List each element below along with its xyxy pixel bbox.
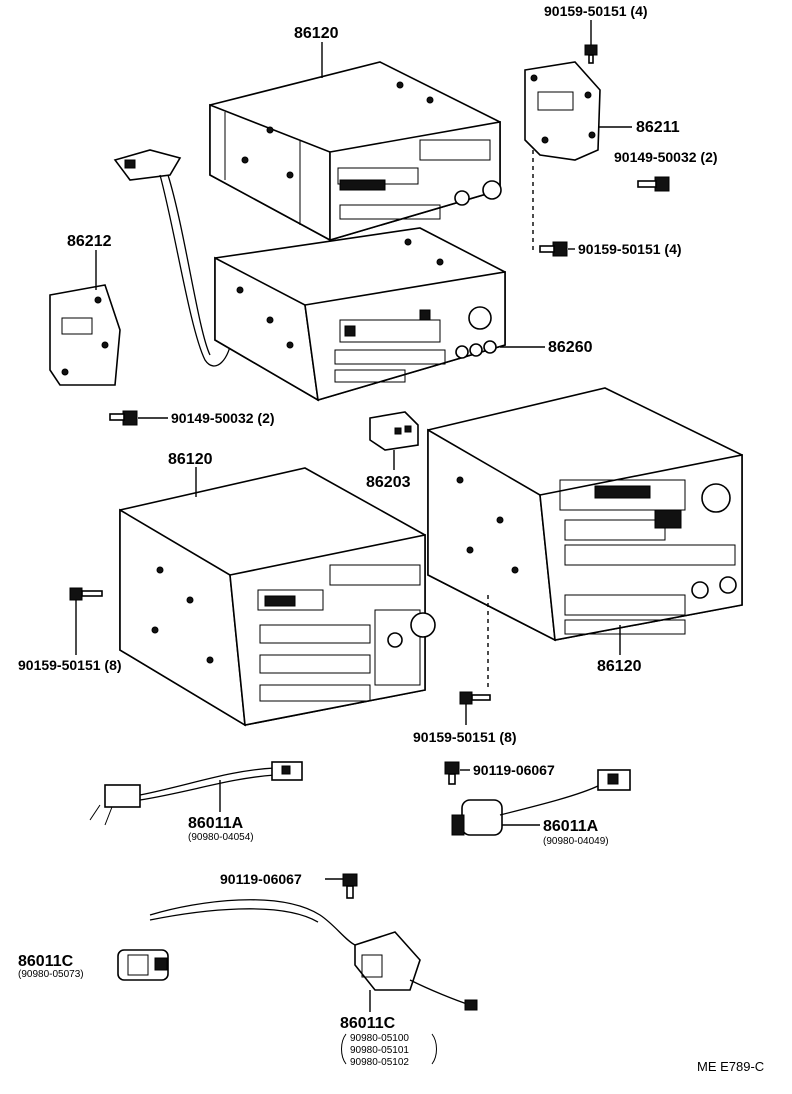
- left-radio-unit: [119, 467, 436, 727]
- tape-deck-unit: [214, 227, 506, 402]
- label-harness-left: 86011A: [188, 815, 244, 832]
- drawing-code: ME E789-C: [697, 1059, 764, 1074]
- connector-86203: [369, 411, 419, 451]
- bolt-top-right: [584, 44, 598, 64]
- label-top-unit: 86120: [294, 25, 339, 42]
- label-screw-left: 90149-50032 (2): [171, 410, 275, 426]
- label-module-sub-3: 90980-05102: [350, 1057, 409, 1068]
- connector-left: [117, 949, 169, 981]
- screw-harness-right: [444, 761, 460, 785]
- label-harness-right: 86011A: [543, 818, 599, 835]
- label-screw-bottom: 90119-06067: [220, 871, 302, 887]
- unit-harness-wire: [113, 149, 233, 367]
- label-bolt-mid-right: 90159-50151 (4): [578, 241, 682, 257]
- label-bracket-left: 86212: [67, 233, 112, 250]
- bolt-mid-right: [539, 241, 568, 257]
- label-tape-unit: 86260: [548, 339, 593, 356]
- label-bolt-left: 90159-50151 (8): [18, 657, 122, 673]
- label-bolt-center: 90159-50151 (8): [413, 729, 517, 745]
- label-right-unit: 86120: [597, 658, 642, 675]
- module-bottom: [149, 899, 478, 1011]
- bolt-center: [459, 691, 491, 705]
- label-connector-left-sub: (90980-05073): [18, 969, 84, 980]
- label-bracket-right: 86211: [636, 119, 680, 136]
- label-harness-right-sub: (90980-04049): [543, 836, 609, 847]
- label-connector-left: 86011C: [18, 953, 74, 970]
- harness-right: [451, 769, 631, 836]
- label-screw-right: 90149-50032 (2): [614, 149, 718, 165]
- label-harness-left-sub: (90980-04054): [188, 832, 254, 843]
- screw-right: [637, 176, 670, 192]
- label-screw-harness-right: 90119-06067: [473, 762, 555, 778]
- right-radio-unit: [427, 387, 743, 642]
- label-module-sub-2: 90980-05101: [350, 1045, 409, 1056]
- label-connector-center: 86203: [366, 474, 411, 491]
- label-module-sub-1: 90980-05100: [350, 1033, 409, 1044]
- label-module-bottom: 86011C: [340, 1015, 396, 1032]
- bracket-right: [524, 61, 601, 161]
- bolt-left: [69, 587, 103, 601]
- screw-left: [109, 410, 138, 426]
- screw-bottom: [342, 873, 358, 899]
- top-radio-unit: [209, 61, 502, 242]
- label-left-unit: 86120: [168, 451, 213, 468]
- bracket-left: [49, 284, 121, 386]
- harness-left: [89, 761, 303, 826]
- label-bolt-top-right: 90159-50151 (4): [544, 3, 648, 19]
